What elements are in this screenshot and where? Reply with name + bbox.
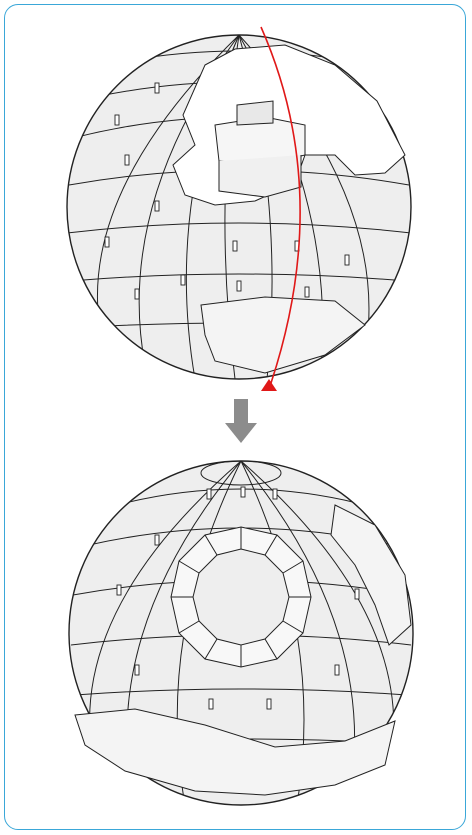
figure-frame bbox=[4, 4, 466, 830]
sphere-before-trench bbox=[172, 44, 406, 374]
sphere-after bbox=[68, 460, 414, 806]
sphere-before-slots bbox=[104, 82, 350, 300]
rotate-arrow-icon bbox=[260, 26, 301, 391]
sphere-after-dish bbox=[170, 526, 312, 668]
sphere-after-trench bbox=[74, 504, 412, 796]
down-arrow-icon bbox=[225, 399, 257, 443]
sphere-after-slots bbox=[116, 486, 360, 710]
assembly-figure bbox=[66, 26, 414, 806]
sphere-before bbox=[66, 26, 412, 391]
